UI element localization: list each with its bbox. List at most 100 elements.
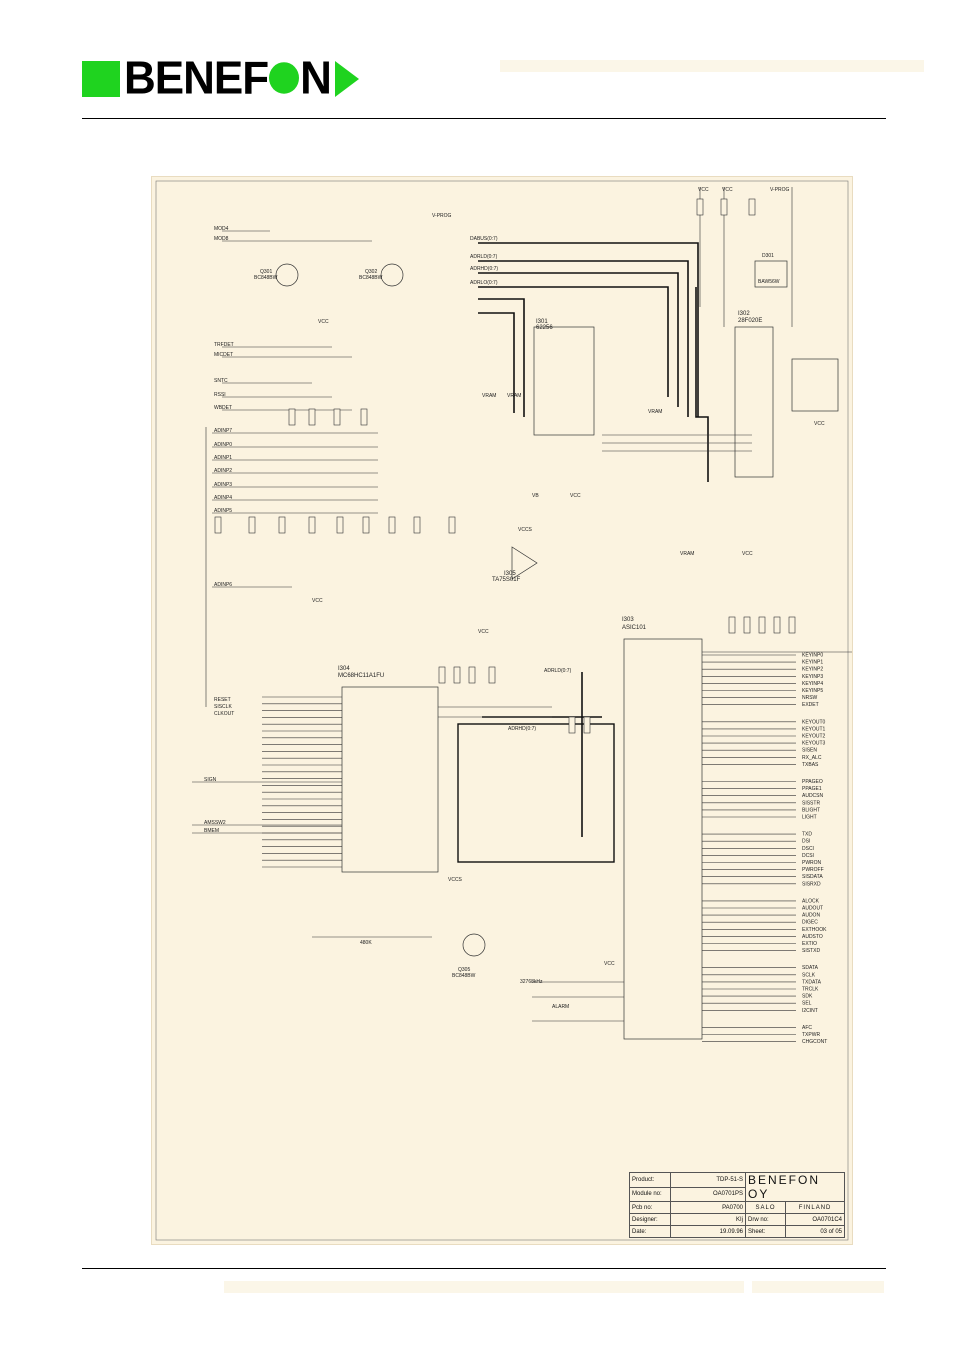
resistor xyxy=(336,516,344,534)
net-label: V-PROG xyxy=(770,187,790,193)
designer-value: KIj xyxy=(670,1213,746,1226)
ic-label: MC68HC11A1FU xyxy=(338,673,384,679)
signal-right: SEL xyxy=(802,1001,812,1007)
drw-label: Drw no: xyxy=(744,1213,787,1226)
signal-left: MOD8 xyxy=(214,236,229,242)
resistor xyxy=(388,516,396,534)
title-block: Product: TDP-51-S BENEFON OY Module no: … xyxy=(629,1172,845,1240)
opamp-i305 xyxy=(511,546,538,580)
diode-d301 xyxy=(754,260,788,288)
signal-right: TXPWR xyxy=(802,1032,820,1038)
net-label: VCC xyxy=(814,421,825,427)
diode-label: D301 xyxy=(762,253,774,259)
schematic-drawing: I30162256I30228F020EI303ASIC101I304MC68H… xyxy=(155,180,852,1241)
resistor xyxy=(568,716,576,734)
net-label: V-PROG xyxy=(432,213,452,219)
company-name: BENEFON OY xyxy=(745,1172,845,1202)
resistor xyxy=(788,616,796,634)
pcb-value: PA0700 xyxy=(670,1201,746,1214)
logo-green-square xyxy=(82,61,120,97)
signal-left: SISCLK xyxy=(214,704,232,710)
crystal-label: 32768kHz xyxy=(520,979,543,985)
signal-left: MOD4 xyxy=(214,226,229,232)
ic-i302 xyxy=(734,326,774,478)
signal-right: EXDET xyxy=(802,702,819,708)
resistor xyxy=(333,408,341,426)
resistor xyxy=(488,666,496,684)
ic-label: ASIC101 xyxy=(622,625,647,631)
footer-band-right xyxy=(752,1281,884,1293)
signal-left: ADINP6 xyxy=(214,582,232,588)
bus-label: ADRLD(0:7) xyxy=(470,254,498,260)
designer-label: Designer: xyxy=(629,1213,671,1226)
signal-right: PPAGEO xyxy=(802,779,823,785)
bus-label: ADRLD(0:7) xyxy=(544,668,572,674)
net-label: VCC xyxy=(312,598,323,604)
resistor xyxy=(773,616,781,634)
signal-right: TXDATA xyxy=(802,979,822,985)
signal-left: ADINP0 xyxy=(214,442,232,448)
signal-right: DCSI xyxy=(802,853,814,859)
footer-rule xyxy=(82,1268,886,1269)
header-rule xyxy=(82,118,886,119)
resistor xyxy=(453,666,461,684)
ic-i301 xyxy=(533,326,595,436)
signal-right: TXBAS xyxy=(802,762,819,768)
ic-i302-data xyxy=(791,358,839,412)
ic-i304 xyxy=(341,686,439,873)
net-label: VCC xyxy=(742,551,753,557)
ic-i303 xyxy=(623,638,703,1040)
transistor-q305 xyxy=(462,933,486,957)
resistor xyxy=(583,716,591,734)
resistor xyxy=(720,198,728,216)
signal-left: CLKOUT xyxy=(214,711,234,717)
signal-right: KEYOUT1 xyxy=(802,726,826,732)
resistor xyxy=(214,516,222,534)
signal-right: SCLK xyxy=(802,972,816,978)
net-label: VCC xyxy=(722,187,733,193)
module-value: OA0701PS xyxy=(670,1186,746,1202)
module-label: Module no: xyxy=(629,1186,671,1202)
signal-left: ADINP4 xyxy=(214,495,232,501)
resistor xyxy=(748,198,756,216)
signal-right: EXTHOOK xyxy=(802,927,827,933)
signal-right: PWROFF xyxy=(802,867,824,873)
signal-right: AUDCSN xyxy=(802,793,824,799)
net-label: VCC xyxy=(478,629,489,635)
signal-left: ADINP5 xyxy=(214,508,232,514)
signal-right: EXTIO xyxy=(802,941,817,947)
signal-right: SDK xyxy=(802,994,813,1000)
signal-right: CHGCONT xyxy=(802,1039,827,1045)
transistor-label: Q302 xyxy=(365,269,377,275)
signal-left: SNTC xyxy=(214,378,228,384)
net-label: VRAM xyxy=(680,551,694,557)
signal-right: ALOCK xyxy=(802,898,820,904)
drw-value: OA0701C4 xyxy=(785,1213,845,1226)
signal-right: AUDON xyxy=(802,913,820,919)
signal-left: WBDET xyxy=(214,405,232,411)
signal-left: AMSSW2 xyxy=(204,820,226,826)
signal-right: DIGEC xyxy=(802,920,818,926)
resistor xyxy=(308,408,316,426)
resistor xyxy=(743,616,751,634)
bus-label: ADRLO(0:7) xyxy=(470,280,498,286)
net-label: VRAM xyxy=(507,393,521,399)
signal-left: ADINP2 xyxy=(214,468,232,474)
resistor xyxy=(360,408,368,426)
ic-label: I305 xyxy=(504,571,516,577)
country: FINLAND xyxy=(785,1201,845,1214)
net-label: VRAM xyxy=(482,393,496,399)
signal-left: TRFDET xyxy=(214,342,234,348)
signal-left: RESET xyxy=(214,697,231,703)
signal-right: KEYINP4 xyxy=(802,681,823,687)
ic-label: I302 xyxy=(738,311,750,317)
header-band xyxy=(500,60,924,72)
signal-left: MICDET xyxy=(214,352,233,358)
signal-right: SISDATA xyxy=(802,874,823,880)
net-label: VRAM xyxy=(648,409,662,415)
logo-green-triangle xyxy=(334,61,359,97)
pcb-label: Pcb no: xyxy=(629,1201,671,1214)
